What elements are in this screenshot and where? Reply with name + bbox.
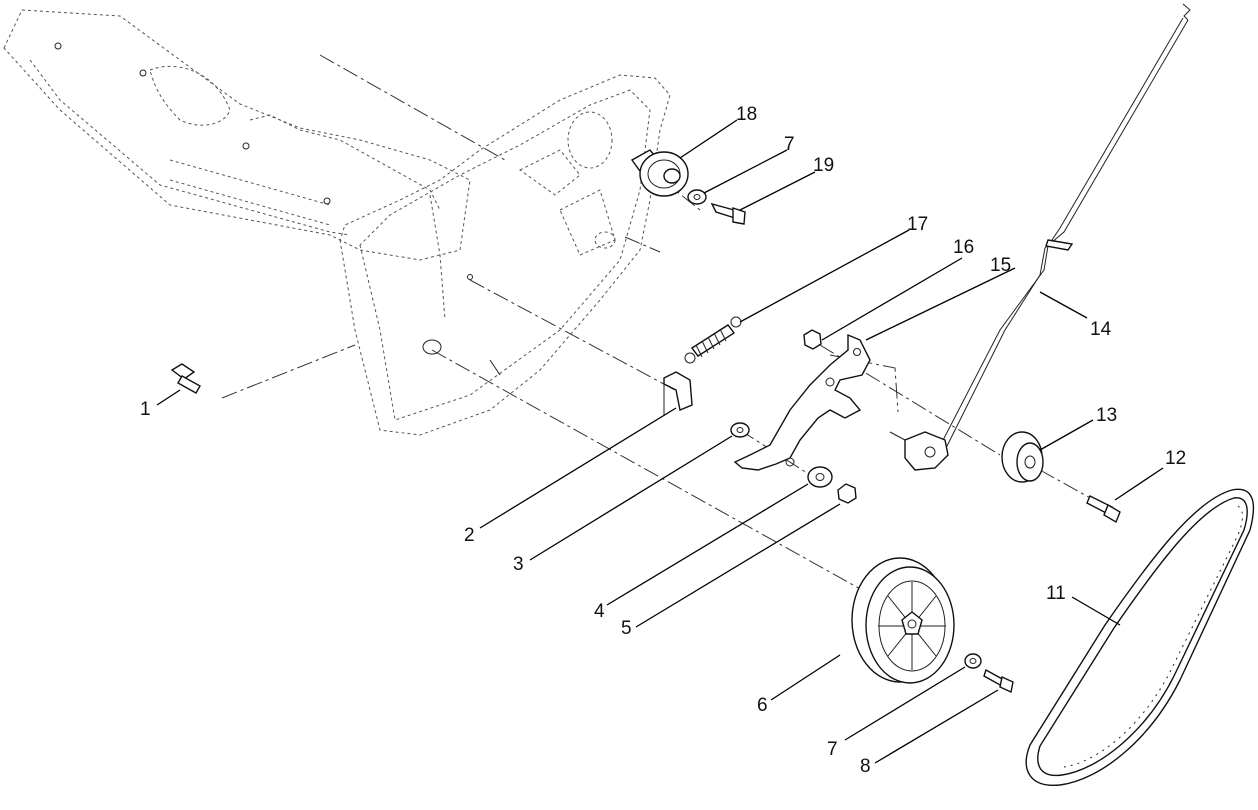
callout-4: 4 [594, 601, 605, 622]
callout-8: 8 [860, 756, 871, 777]
part-2-bracket [663, 371, 693, 416]
callout-19: 19 [813, 155, 834, 176]
part-18-pulley [630, 149, 689, 197]
part-5-nut [837, 483, 857, 504]
part-11-belt [1025, 488, 1255, 786]
part-3-washer [730, 422, 750, 438]
part-8-bolt [983, 668, 1014, 694]
callout-5: 5 [621, 618, 632, 639]
callout-14: 14 [1090, 319, 1112, 340]
part-7-washer-bottom [964, 653, 982, 669]
callout-17: 17 [907, 214, 928, 235]
callout-labels: 1 2 3 4 5 6 7 8 11 12 13 14 15 16 17 18 … [140, 104, 1186, 777]
callout-15: 15 [990, 255, 1011, 276]
part-15-idler-arm [733, 333, 871, 471]
callout-6: 6 [757, 695, 768, 716]
callout-7-bottom: 7 [827, 739, 838, 760]
callout-11: 11 [1046, 583, 1066, 604]
callout-7-top: 7 [784, 134, 795, 155]
part-7-washer-top [687, 189, 707, 205]
callout-13: 13 [1096, 405, 1117, 426]
callout-1: 1 [140, 399, 151, 420]
callout-12: 12 [1165, 448, 1186, 469]
frame-housing [3, 9, 671, 436]
callout-3: 3 [513, 554, 524, 575]
part-14-cable [939, 3, 1191, 451]
callout-18: 18 [736, 104, 757, 125]
part-19-bolt [710, 202, 746, 225]
part-6-drive-pulley [851, 557, 955, 684]
part-1-bolt [170, 363, 201, 394]
cable-bracket [889, 431, 949, 471]
part-16-nut [803, 329, 822, 350]
part-4-spacer [807, 466, 833, 488]
part-17-spring [684, 316, 742, 364]
part-13-idler-pulley [1001, 431, 1044, 483]
center-lines [221, 54, 1113, 601]
part-12-bolt [1086, 495, 1121, 524]
callout-16: 16 [953, 237, 974, 258]
callout-2: 2 [464, 525, 475, 546]
leader-lines [156, 119, 1164, 764]
